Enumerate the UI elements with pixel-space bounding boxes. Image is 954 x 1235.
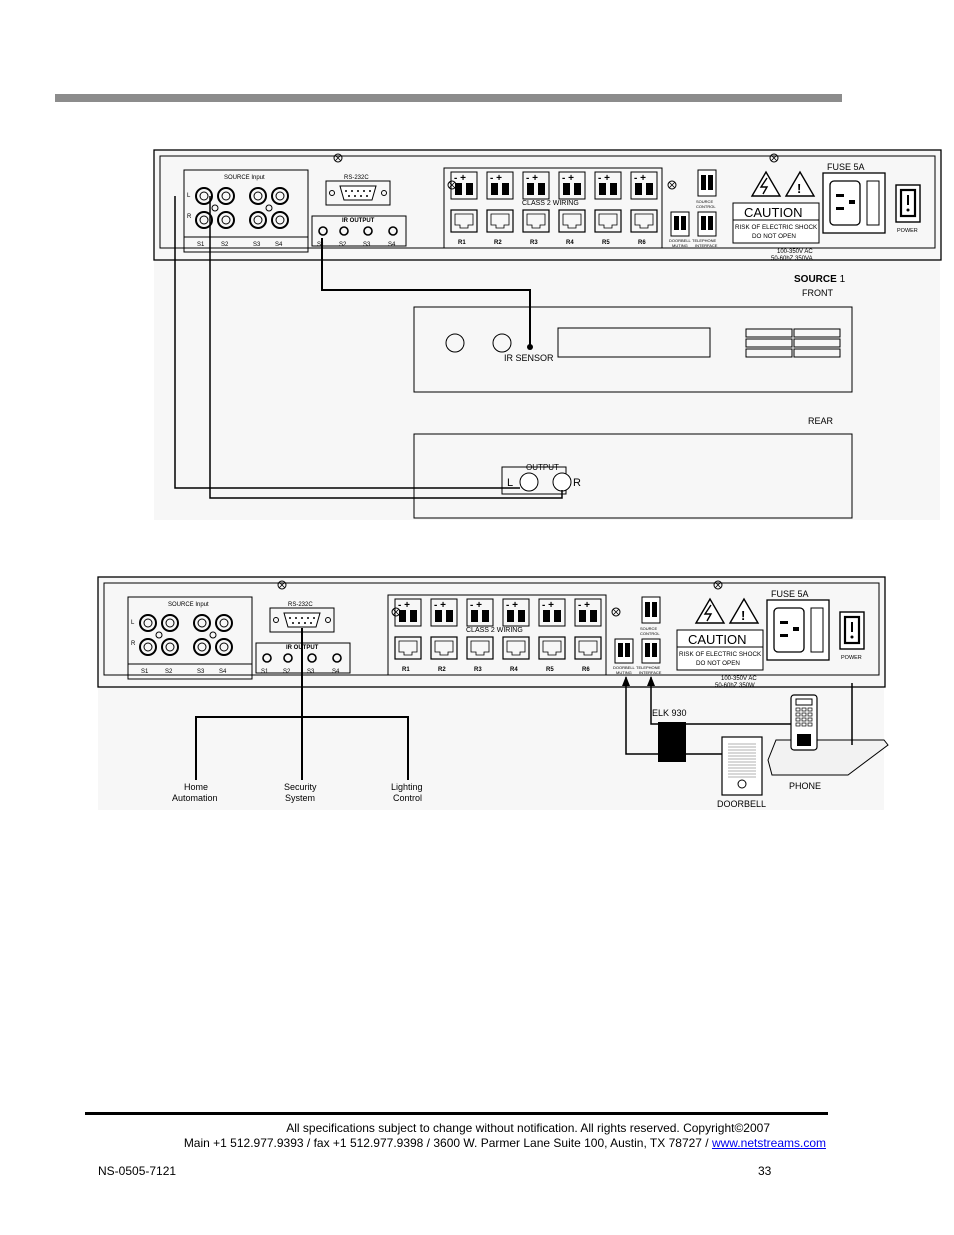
dest-lighting-2: Control (393, 793, 422, 803)
doorbell-label: DOORBELL (717, 799, 766, 809)
front-knob-2 (492, 333, 512, 353)
dest-security-1: Security (284, 782, 317, 792)
dest-home-1: Home (184, 782, 208, 792)
ir-sensor-label: IR SENSOR (504, 353, 554, 363)
front-buttons (745, 328, 841, 358)
output-label: OUTPUT (526, 463, 559, 472)
page-number: 33 (758, 1164, 772, 1178)
figure-2-control-and-telephone: 100-350V AC 50-60hZ 350W Home Automation… (96, 575, 889, 810)
rear-label: REAR (808, 416, 834, 426)
source-rear-panel (413, 433, 853, 519)
audio-left-wire (174, 196, 520, 489)
fig1-voltage-1: 100-350V AC (777, 249, 813, 255)
output-r-label: R (573, 477, 581, 489)
header-rule (55, 94, 842, 102)
fig2-voltage-2: 50-60hZ 350W (715, 683, 755, 689)
phone-label: PHONE (789, 781, 821, 791)
front-label: FRONT (802, 288, 833, 298)
output-l-label: L (507, 477, 513, 489)
front-knob-1 (445, 333, 465, 353)
phone-unit (767, 683, 889, 776)
footer-contact-text: Main +1 512.977.9393 / fax +1 512.977.93… (183, 1136, 712, 1150)
rs232-branch-wires (195, 716, 409, 780)
elk-label: ELK 930 (652, 708, 687, 718)
amp-rear-panel-1 (152, 148, 943, 262)
source-1-label: SOURCE 1 (794, 274, 846, 285)
amp-rear-panel-2 (96, 575, 887, 689)
footer-contact: Main +1 512.977.9393 / fax +1 512.977.93… (0, 1136, 826, 1150)
elk-930-module (658, 722, 686, 762)
figure-1-ir-and-audio: 100-350V AC 50-60hZ 350VA SOURCE 1 FRONT… (152, 148, 943, 520)
footer-rule (85, 1112, 828, 1115)
output-r-jack (552, 472, 572, 492)
output-l-jack (519, 472, 539, 492)
dest-home-2: Automation (172, 793, 218, 803)
front-display (557, 327, 711, 358)
fig1-voltage-2: 50-60hZ 350VA (771, 256, 813, 262)
document-number: NS-0505-7121 (98, 1164, 177, 1178)
ir-emitter-tip (527, 344, 533, 350)
netstreams-link[interactable]: www.netstreams.com (711, 1136, 826, 1150)
footer-copyright: All specifications subject to change wit… (286, 1121, 770, 1135)
doorbell-unit (721, 736, 763, 796)
fig2-voltage-1: 100-350V AC (721, 676, 757, 682)
doorbell-arrow (622, 676, 630, 686)
telephone-wire (650, 677, 800, 725)
doorbell-muting-wire (625, 677, 729, 755)
dest-lighting-1: Lighting (391, 782, 423, 792)
ir-emitter-wire (321, 238, 531, 347)
dest-security-2: System (285, 793, 315, 803)
telephone-arrow (647, 676, 655, 686)
audio-right-wire (209, 196, 563, 499)
